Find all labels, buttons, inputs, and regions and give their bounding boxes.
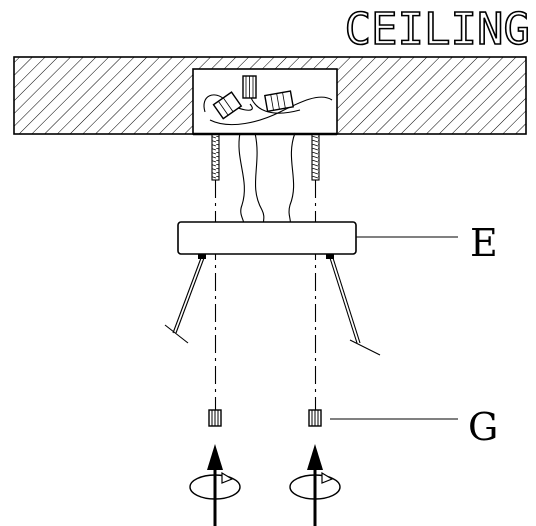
wire-connector-2 xyxy=(212,91,243,120)
cap-nut-right xyxy=(308,409,322,427)
callout-g: G xyxy=(468,405,498,449)
wire-connector-1 xyxy=(242,75,257,99)
callout-e: E xyxy=(470,221,498,265)
mounting-stud-left xyxy=(211,133,220,181)
cap-nut-left xyxy=(208,409,222,427)
wire-connector-3 xyxy=(264,90,295,113)
canopy xyxy=(177,221,357,259)
rotate-clockwise-left-icon xyxy=(189,471,241,500)
arrow-up-right-icon xyxy=(307,444,323,526)
suspension-cable-right xyxy=(329,257,381,356)
arrow-up-left-icon xyxy=(207,444,223,526)
junction-box xyxy=(192,68,338,136)
ceiling-label: CEILING xyxy=(345,4,530,55)
mounting-stud-right xyxy=(311,133,320,181)
rotate-clockwise-right-icon xyxy=(289,471,341,500)
suspension-cable-left xyxy=(164,257,205,344)
